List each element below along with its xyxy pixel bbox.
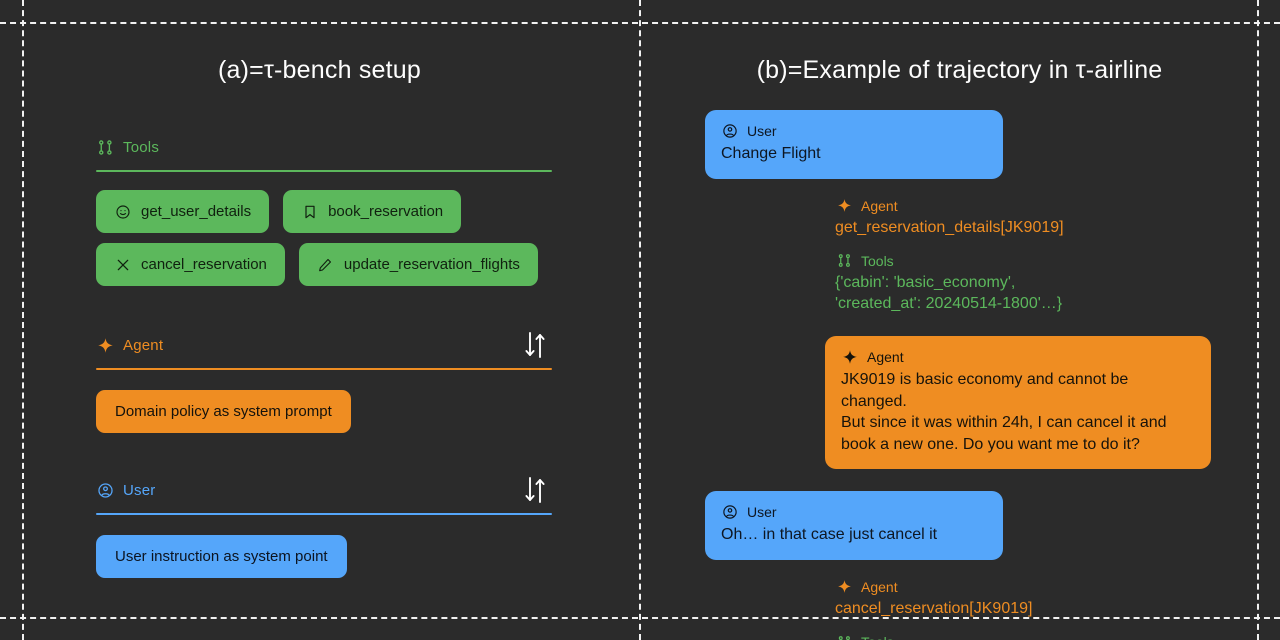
- bubble-message-line: JK9019 is basic economy and cannot be ch…: [841, 370, 1129, 410]
- bubble-message-line: book a new one. Do you want me to do it?: [841, 435, 1140, 453]
- smiley-face-icon: [114, 203, 131, 220]
- step-action-text: cancel_reservation[JK9019]: [835, 599, 1033, 617]
- message-bubble-user[interactable]: User Oh… in that case just cancel it: [705, 491, 1003, 560]
- bubble-message-text: JK9019 is basic economy and cannot be ch…: [841, 369, 1195, 455]
- panel-trajectory: (b)=Example of trajectory in τ-airline U…: [639, 0, 1280, 640]
- trajectory-step-agent: Agent cancel_reservation[JK9019]: [835, 578, 1265, 619]
- step-speaker-label: Agent: [861, 197, 898, 214]
- bubble-message-text: Change Flight: [721, 145, 821, 162]
- step-speaker-row: Tools: [835, 633, 1265, 640]
- tool-chip-label: cancel_reservation: [141, 256, 267, 273]
- panel-trajectory-title: (b)=Example of trajectory in τ-airline: [756, 56, 1163, 84]
- bubble-speaker-label: User: [747, 123, 777, 139]
- step-speaker-label: Agent: [861, 578, 898, 595]
- trajectory-step-tools: Tools {'cabin': 'basic_economy', 'create…: [835, 252, 1265, 314]
- step-output-text: {'cabin': 'basic_economy', 'created_at':…: [835, 272, 1265, 314]
- bubble-speaker-row: User: [721, 122, 987, 140]
- bookmark-icon: [301, 203, 318, 220]
- down-up-arrows-icon: [518, 328, 552, 362]
- bubble-speaker-row: Agent: [841, 348, 1195, 366]
- tool-chip-label: get_user_details: [141, 203, 252, 220]
- tools-divider: [96, 170, 552, 172]
- step-speaker-row: Tools: [835, 252, 1265, 270]
- trajectory-step-tools: Tools {…'status': 'cancelled'}: [835, 633, 1265, 640]
- message-bubble-user[interactable]: User Change Flight: [705, 110, 1003, 179]
- tools-section-label: Tools: [123, 138, 160, 156]
- agent-section-header: Agent: [96, 332, 552, 358]
- agent-system-prompt-pill[interactable]: Domain policy as system prompt: [96, 390, 351, 433]
- step-output-line: {'cabin': 'basic_economy',: [835, 273, 1016, 291]
- tool-chip-label: book_reservation: [328, 203, 444, 220]
- tool-chip-book-reservation[interactable]: book_reservation: [283, 190, 462, 233]
- account-circle-icon: [721, 503, 739, 521]
- tool-chip-label: update_reservation_flights: [343, 256, 520, 273]
- sparkle-icon: [835, 197, 853, 215]
- trajectory-body: User Change Flight Agent get_reservation…: [705, 110, 1265, 640]
- bubble-message-text: Oh… in that case just cancel it: [721, 526, 938, 544]
- sparkle-icon: [835, 578, 853, 596]
- agent-section: Agent Domain policy as system prompt: [96, 332, 552, 433]
- panel-setup-title: (a)=τ-bench setup: [218, 56, 421, 84]
- close-x-icon: [114, 256, 131, 273]
- step-action-text: get_reservation_details[JK9019]: [835, 218, 1064, 236]
- message-bubble-agent[interactable]: Agent JK9019 is basic economy and cannot…: [825, 335, 1211, 470]
- bubble-speaker-label: User: [747, 504, 777, 521]
- step-speaker-row: Agent: [835, 578, 1265, 596]
- pencil-edit-icon: [317, 256, 334, 273]
- panel-setup: (a)=τ-bench setup Tools: [0, 0, 639, 640]
- bubble-speaker-label: Agent: [867, 348, 904, 365]
- account-circle-icon: [96, 481, 114, 499]
- agent-divider: [96, 368, 552, 370]
- tool-chip-get-user-details[interactable]: get_user_details: [96, 190, 270, 233]
- tools-branch-icon: [835, 252, 853, 270]
- step-speaker-row: Agent: [835, 197, 1265, 215]
- user-section-label: User: [123, 481, 156, 499]
- tools-branch-icon: [96, 138, 114, 156]
- account-circle-icon: [721, 122, 739, 140]
- sparkle-icon: [841, 348, 859, 366]
- tools-section: Tools get_user_details: [96, 136, 552, 286]
- user-divider: [96, 513, 552, 515]
- setup-body: Tools get_user_details: [96, 136, 552, 578]
- bubble-message-line: But since it was within 24h, I can cance…: [841, 414, 1167, 432]
- trajectory-step-agent: Agent get_reservation_details[JK9019]: [835, 197, 1265, 238]
- agent-section-label: Agent: [123, 336, 164, 354]
- user-section: User User instruction as system point: [96, 477, 552, 578]
- step-speaker-label: Tools: [861, 252, 894, 269]
- tools-branch-icon: [835, 633, 853, 640]
- tools-section-header: Tools: [96, 136, 552, 158]
- user-section-header: User: [96, 477, 552, 503]
- tool-chip-cancel-reservation[interactable]: cancel_reservation: [96, 243, 285, 286]
- tools-chip-list: get_user_details book_reservation: [96, 190, 552, 286]
- tool-chip-update-reservation-flights[interactable]: update_reservation_flights: [298, 243, 538, 286]
- step-speaker-label: Tools: [861, 634, 894, 640]
- user-instruction-pill[interactable]: User instruction as system point: [96, 535, 347, 578]
- down-up-arrows-icon: [518, 473, 552, 507]
- step-output-line: 'created_at': 20240514-1800'…}: [835, 294, 1063, 312]
- bubble-speaker-row: User: [721, 503, 987, 521]
- sparkle-icon: [96, 336, 114, 354]
